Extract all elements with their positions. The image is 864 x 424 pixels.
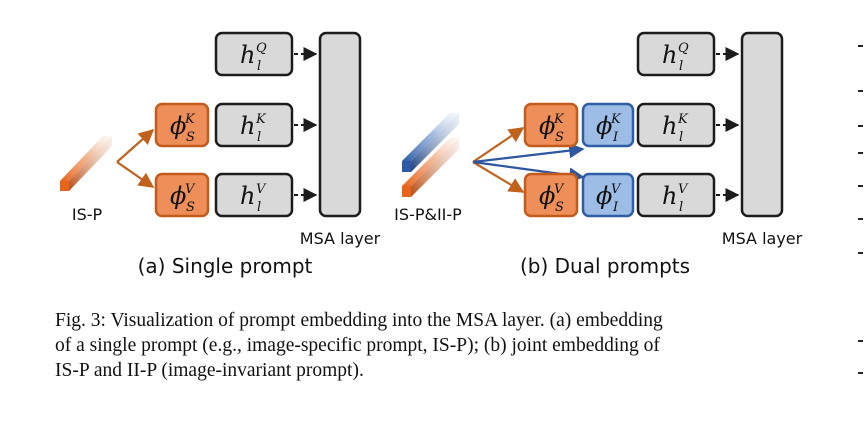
arrow-to-phi-v xyxy=(116,161,155,188)
h-q-box: h Q l xyxy=(214,31,294,77)
msa-layer-block-b xyxy=(740,31,784,218)
h-q-b-base: h xyxy=(662,41,677,69)
h-v-box-b: h V l xyxy=(636,172,716,218)
caption-line-1: Fig. 3: Visualization of prompt embeddin… xyxy=(55,310,663,331)
h-q-sup: Q xyxy=(256,41,267,56)
phi-i-k-box: ϕ K I xyxy=(581,102,635,148)
phi-s-v-b-sub: S xyxy=(555,200,564,215)
h-k-box-b: h K l xyxy=(636,102,716,148)
panel-a-caption: (a) Single prompt xyxy=(138,254,313,278)
edge-mark xyxy=(858,152,863,154)
phi-s-k-b-base: ϕ xyxy=(539,112,555,140)
arrow-b-to-phi-sk xyxy=(472,127,525,163)
is-p-ii-p-label: IS-P&II-P xyxy=(394,205,462,224)
phi-i-v-base: ϕ xyxy=(596,182,612,210)
arrow-b-to-phi-sv xyxy=(472,161,525,193)
edge-mark xyxy=(858,125,863,127)
phi-s-v-box: ϕ V S xyxy=(154,172,210,218)
panel-b: IS-P&II-P ϕ K S ϕ V S ϕ K I xyxy=(394,31,803,278)
phi-s-k-base: ϕ xyxy=(170,112,186,140)
is-p-label: IS-P xyxy=(72,205,103,224)
h-v-b-sub: l xyxy=(679,200,683,215)
h-q-base: h xyxy=(240,41,255,69)
is-p-prompt-bar xyxy=(60,136,112,191)
edge-mark xyxy=(858,340,863,342)
phi-s-k-b-sub: S xyxy=(555,130,564,145)
phi-i-k-sup: K xyxy=(610,112,622,127)
h-v-base: h xyxy=(240,182,255,210)
h-k-base: h xyxy=(240,112,255,140)
phi-s-k-sup: K xyxy=(184,112,196,127)
panel-b-caption: (b) Dual prompts xyxy=(520,254,690,278)
phi-s-v-b-base: ϕ xyxy=(539,182,555,210)
is-p-prompt-bar-b xyxy=(402,138,459,197)
phi-s-k-box-b: ϕ K S xyxy=(523,102,579,148)
h-k-box: h K l xyxy=(214,102,294,148)
phi-i-v-sub: I xyxy=(612,200,619,215)
edge-mark xyxy=(858,372,863,374)
edge-mark xyxy=(858,218,863,220)
h-q-b-sub: l xyxy=(679,59,683,74)
phi-s-v-sub: S xyxy=(186,200,195,215)
ii-p-prompt-bar xyxy=(402,113,459,172)
h-k-sup: K xyxy=(255,112,267,127)
phi-i-k-base: ϕ xyxy=(596,112,612,140)
phi-s-k-sub: S xyxy=(186,130,195,145)
phi-s-v-b-sup: V xyxy=(554,182,565,197)
caption-line-3: IS-P and II-P (image-invariant prompt). xyxy=(55,360,364,381)
panel-a: IS-P ϕ K S ϕ V S h Q l h xyxy=(60,31,381,278)
msa-layer-label: MSA layer xyxy=(300,229,381,248)
h-q-b-sup: Q xyxy=(678,41,689,56)
h-v-b-base: h xyxy=(662,182,677,210)
h-v-box: h V l xyxy=(214,172,294,218)
svg-text:ϕ: ϕ xyxy=(170,112,186,140)
msa-layer-block xyxy=(318,31,362,218)
figure-caption: Fig. 3: Visualization of prompt embeddin… xyxy=(55,308,815,383)
edge-mark xyxy=(858,252,863,254)
phi-s-k-box: ϕ K S xyxy=(154,102,210,148)
h-q-sub: l xyxy=(257,59,261,74)
phi-i-v-sup: V xyxy=(611,182,622,197)
h-k-sub: l xyxy=(257,130,261,145)
caption-line-2: of a single prompt (e.g., image-specific… xyxy=(55,335,660,356)
phi-i-k-sub: I xyxy=(612,130,619,145)
edge-mark xyxy=(858,185,863,187)
h-v-sub: l xyxy=(257,200,261,215)
edge-mark xyxy=(858,90,863,92)
arrow-b-to-phi-ik xyxy=(472,142,585,164)
phi-s-v-base: ϕ xyxy=(170,182,186,210)
phi-i-v-box: ϕ V I xyxy=(581,172,635,218)
edge-mark xyxy=(858,45,863,47)
phi-s-v-sup: V xyxy=(185,182,196,197)
h-k-b-base: h xyxy=(662,112,677,140)
prompt-embedding-diagram: IS-P ϕ K S ϕ V S h Q l h xyxy=(60,31,803,278)
h-k-b-sup: K xyxy=(677,112,689,127)
h-k-b-sub: l xyxy=(679,130,683,145)
h-q-box-b: h Q l xyxy=(636,31,716,77)
h-v-b-sup: V xyxy=(678,182,689,197)
msa-layer-label-b: MSA layer xyxy=(722,229,803,248)
arrow-to-phi-k xyxy=(116,128,155,163)
phi-s-v-box-b: ϕ V S xyxy=(523,172,579,218)
h-v-sup: V xyxy=(256,182,267,197)
phi-s-k-b-sup: K xyxy=(553,112,565,127)
page-edge-marks xyxy=(856,40,864,400)
